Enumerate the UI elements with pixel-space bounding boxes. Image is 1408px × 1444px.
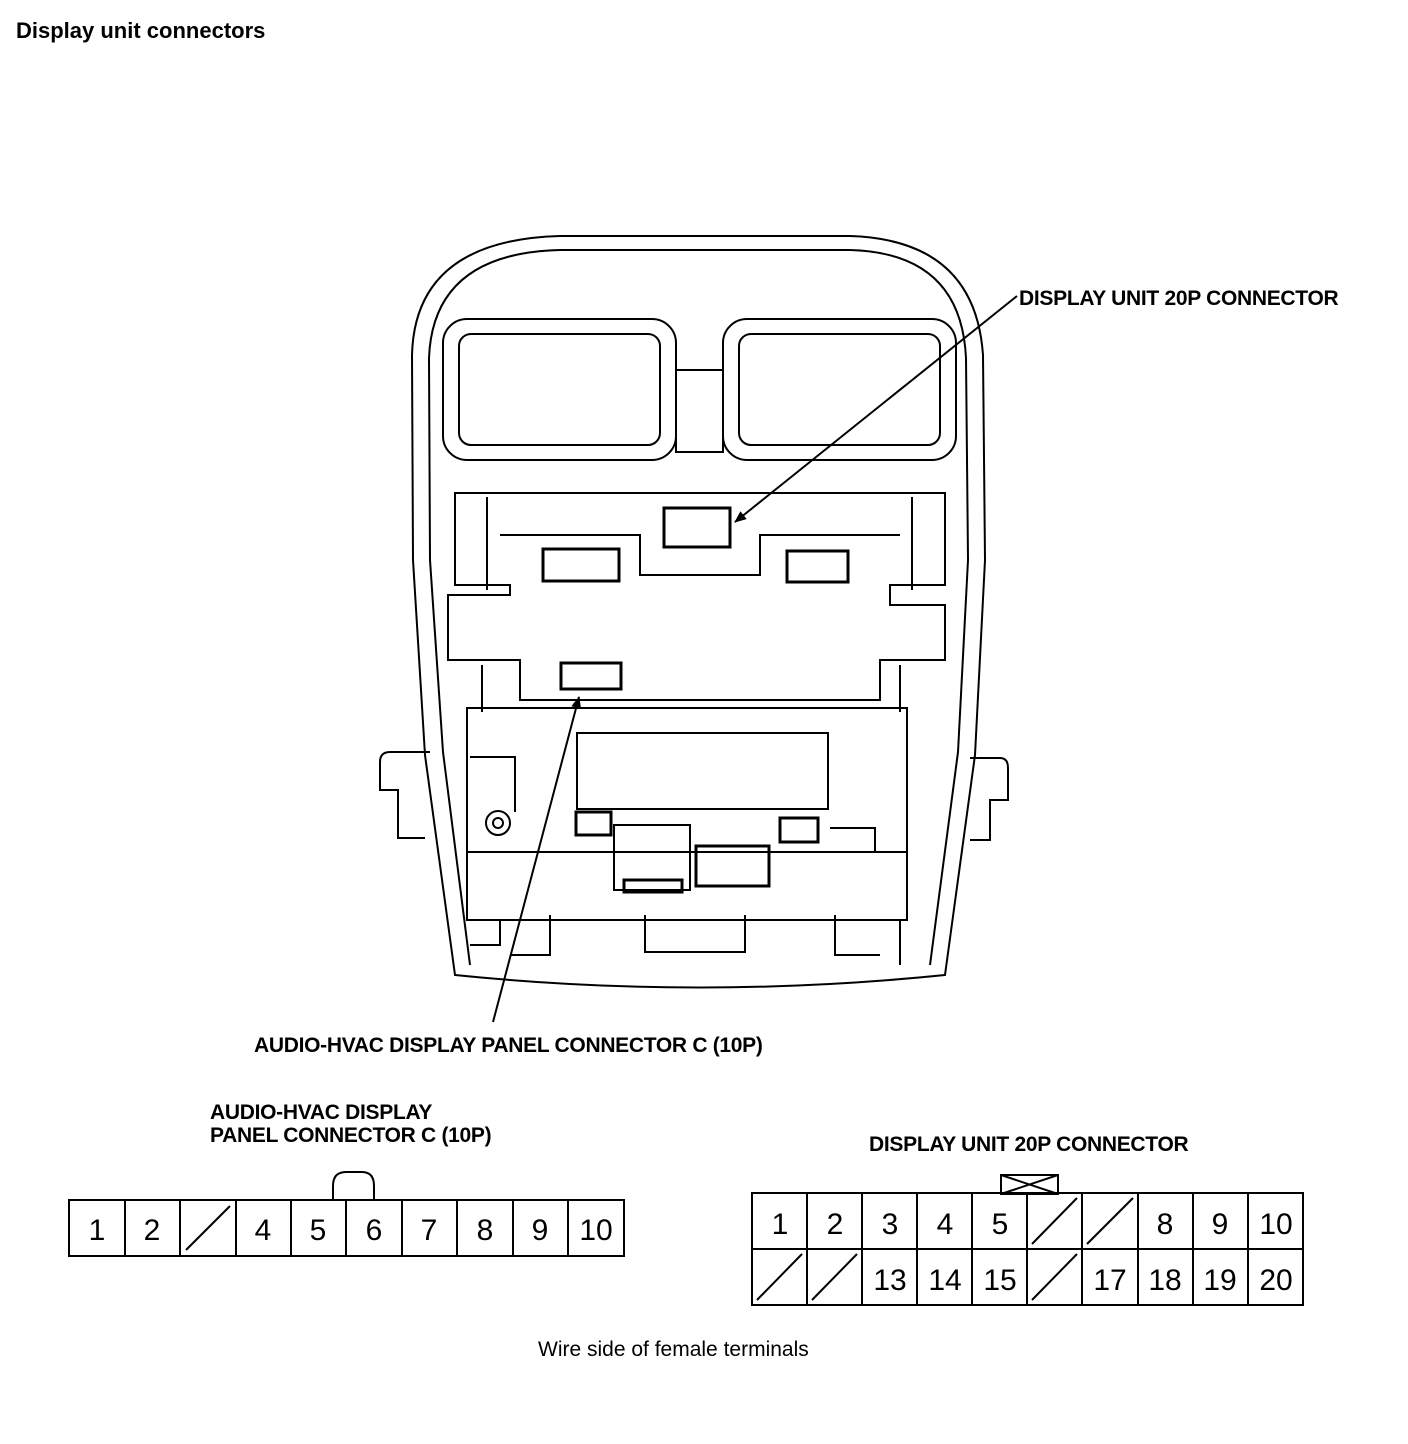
display-unit-20p-location [662,506,732,549]
pin-10p-7: 7 [421,1214,438,1247]
pin-10p-2: 2 [144,1214,161,1247]
pin-20p-3: 3 [882,1208,899,1241]
connector-20p-face: 1 2 3 4 5 8 9 10 13 14 15 17 18 19 20 [751,1174,1304,1306]
connector-10p-caption-line1: AUDIO-HVAC DISPLAY [210,1101,433,1124]
pin-20p-5: 5 [992,1208,1009,1241]
pin-20p-8: 8 [1157,1208,1174,1241]
vent-divider [675,369,724,453]
pin-20p-4: 4 [937,1208,954,1241]
unused-pin-slash [756,1253,803,1301]
pin-20p-10: 10 [1259,1208,1292,1241]
connector-10p-caption-line2: PANEL CONNECTOR C (10P) [210,1124,492,1147]
connector-10p-latch [332,1171,375,1200]
connector-10p-face: 1 2 4 5 6 7 8 9 10 [68,1171,625,1257]
pin-20p-19: 19 [1203,1264,1236,1297]
unused-pin-slash [1086,1197,1134,1245]
right-side-tab [970,757,1009,841]
leader-arrow-20p [734,295,1018,523]
left-vent [442,318,677,461]
pin-10p-10: 10 [579,1214,612,1247]
center-panel-outline [410,235,987,989]
upper-left-connector-block [541,547,621,583]
pin-10p-6: 6 [366,1214,383,1247]
leader-arrow-10p [492,696,582,1023]
upper-right-connector-block [785,549,850,584]
pin-20p-15: 15 [983,1264,1016,1297]
pin-10p-9: 9 [532,1214,549,1247]
pin-10p-1: 1 [89,1214,106,1247]
unused-pin-slash [185,1205,231,1251]
page-title: Display unit connectors [16,18,266,43]
left-side-tab [379,751,430,839]
pin-20p-9: 9 [1212,1208,1229,1241]
pin-20p-13: 13 [873,1264,906,1297]
pin-20p-14: 14 [928,1264,961,1297]
display-20p-callout-label: DISPLAY UNIT 20P CONNECTOR [1019,287,1339,310]
pin-20p-17: 17 [1093,1264,1126,1297]
footnote: Wire side of female terminals [538,1338,809,1361]
pin-20p-2: 2 [827,1208,844,1241]
audio-hvac-10p-location [559,661,623,691]
pin-20p-20: 20 [1259,1264,1292,1297]
unused-pin-slash [1031,1253,1078,1301]
pin-10p-4: 4 [255,1214,272,1247]
connector-20p-caption: DISPLAY UNIT 20P CONNECTOR [869,1133,1189,1156]
pin-20p-18: 18 [1148,1264,1181,1297]
unused-pin-slash [811,1253,858,1301]
pin-10p-5: 5 [310,1214,327,1247]
unused-pin-slash [1031,1197,1078,1245]
audio-hvac-10p-callout-label: AUDIO-HVAC DISPLAY PANEL CONNECTOR C (10… [254,1034,763,1057]
pin-20p-1: 1 [772,1208,789,1241]
upper-bracket [447,492,946,712]
pin-10p-8: 8 [477,1214,494,1247]
lower-display-unit [466,707,908,965]
